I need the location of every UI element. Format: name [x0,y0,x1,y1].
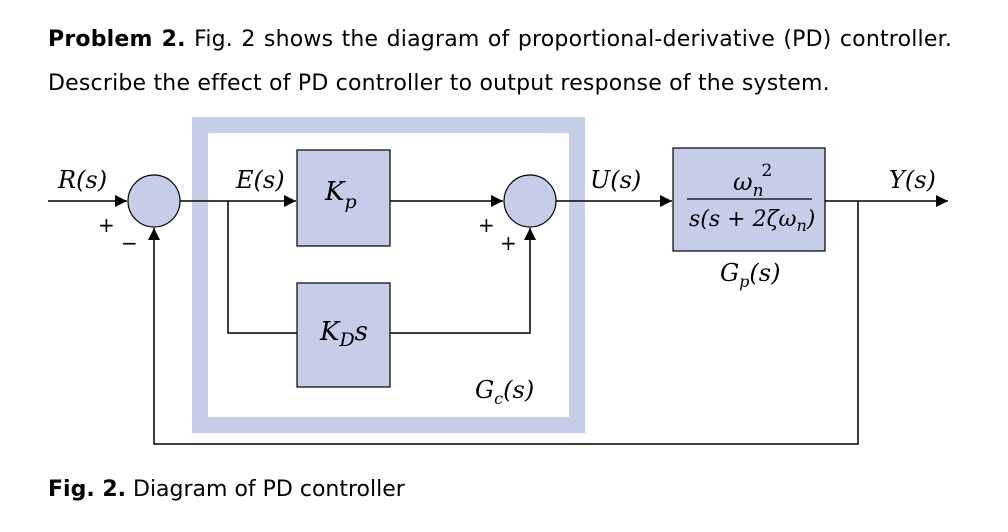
plant-numerator: ωn2 [733,161,772,201]
sum1-minus-sign: − [121,231,138,255]
input-signal-label: R(s) [57,166,107,194]
problem-line-1: Problem 2. Fig. 2 shows the diagram of p… [48,18,952,62]
summing-junction-1 [127,174,181,228]
proportional-gain-label: Kp [324,177,357,213]
sum2-plus-sign-a: + [478,213,495,237]
kds-to-sum2-arrow [390,228,536,334]
caption-label: Fig. 2. [48,477,126,502]
figure-caption: Fig. 2. Diagram of PD controller [48,477,405,502]
error-to-kds-line [227,201,297,334]
output-signal-label: Y(s) [889,166,936,194]
control-signal-label: U(s) [590,166,641,194]
problem-text-1: Fig. 2 shows the diagram of proportional… [194,27,953,52]
controller-label: Gc(s) [475,376,534,408]
sum1-plus-sign: + [98,213,115,237]
derivative-block [296,282,391,388]
sum2-plus-sign-b: + [500,231,517,255]
problem-statement: Problem 2. Fig. 2 shows the diagram of p… [48,18,952,106]
error-signal-label: E(s) [235,166,285,194]
caption-text: Diagram of PD controller [133,477,405,502]
summing-junction-2 [503,174,557,228]
plant-label: Gp(s) [720,259,780,291]
derivative-gain-label: KDs [319,317,368,351]
problem-line-2: Describe the effect of PD controller to … [48,71,830,96]
feedback-path [148,201,859,445]
plant-denominator: s(s + 2ζωn) [689,207,815,235]
problem-label: Problem 2. [48,27,186,52]
proportional-block [296,149,391,247]
controller-frame [192,117,585,433]
pd-controller-diagram: R(s) E(s) U(s) Y(s) + − + + Kp KDs Gc(s)… [48,117,948,445]
